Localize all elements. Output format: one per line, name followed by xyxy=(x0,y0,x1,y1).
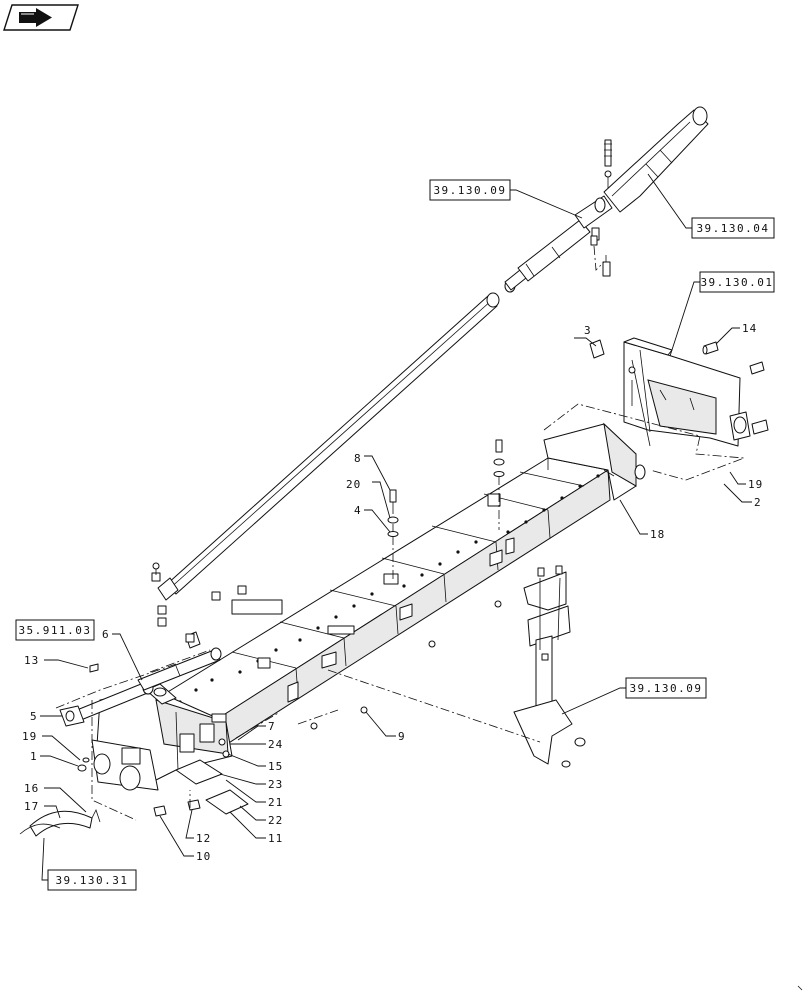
callout-23: 23 xyxy=(268,778,283,791)
alignment-lines xyxy=(55,476,541,821)
front-hitch-assembly xyxy=(19,585,249,837)
ref-box-bracket[interactable]: 39.130.01 xyxy=(699,271,775,293)
support-stand xyxy=(513,565,586,768)
ref-label: 39.130.09 xyxy=(629,682,702,695)
ref-box-top-left[interactable]: 39.130.09 xyxy=(429,179,511,201)
callouts: 3 14 19 2 18 8 20 4 6 13 5 19 1 16 17 7 … xyxy=(22,322,763,863)
callout-15: 15 xyxy=(268,760,283,773)
bracket-alignment-line xyxy=(543,403,745,481)
callout-19: 19 xyxy=(748,478,763,491)
callout-17: 17 xyxy=(24,800,39,813)
callout-21: 21 xyxy=(268,796,283,809)
callout-8: 8 xyxy=(354,452,362,465)
ref-label: 39.130.09 xyxy=(433,184,506,197)
callout-19b: 19 xyxy=(22,730,37,743)
hydraulic-cylinder-assembly xyxy=(151,106,709,627)
nav-button[interactable] xyxy=(3,4,79,31)
callout-14: 14 xyxy=(742,322,757,335)
main-frame-tube xyxy=(131,422,646,761)
callout-22: 22 xyxy=(268,814,283,827)
callout-16: 16 xyxy=(24,782,39,795)
center-hardware xyxy=(310,439,505,730)
corner-mark xyxy=(797,985,803,991)
ref-label: 39.130.31 xyxy=(55,874,128,887)
callout-1: 1 xyxy=(30,750,38,763)
callout-11: 11 xyxy=(268,832,283,845)
pivot-bracket xyxy=(589,337,769,447)
callout-2: 2 xyxy=(754,496,762,509)
callout-13: 13 xyxy=(24,654,39,667)
callout-10: 10 xyxy=(196,850,211,863)
callout-4: 4 xyxy=(354,504,362,517)
callout-5: 5 xyxy=(30,710,38,723)
callout-7: 7 xyxy=(268,720,276,733)
callout-9: 9 xyxy=(398,730,406,743)
callout-24: 24 xyxy=(268,738,283,751)
arrow-right-icon xyxy=(19,8,52,27)
ref-label: 35.911.03 xyxy=(18,624,91,637)
ref-box-left[interactable]: 35.911.03 xyxy=(15,619,95,641)
ref-label: 39.130.04 xyxy=(696,222,769,235)
callout-6: 6 xyxy=(102,628,110,641)
ref-label: 39.130.01 xyxy=(700,276,773,289)
callout-3: 3 xyxy=(584,324,592,337)
callout-20: 20 xyxy=(346,478,361,491)
callout-12: 12 xyxy=(196,832,211,845)
ref-box-cylinder[interactable]: 39.130.04 xyxy=(691,217,775,239)
ref-box-stand[interactable]: 39.130.09 xyxy=(625,677,707,699)
ref-box-bottom[interactable]: 39.130.31 xyxy=(47,869,137,891)
callout-18: 18 xyxy=(650,528,665,541)
